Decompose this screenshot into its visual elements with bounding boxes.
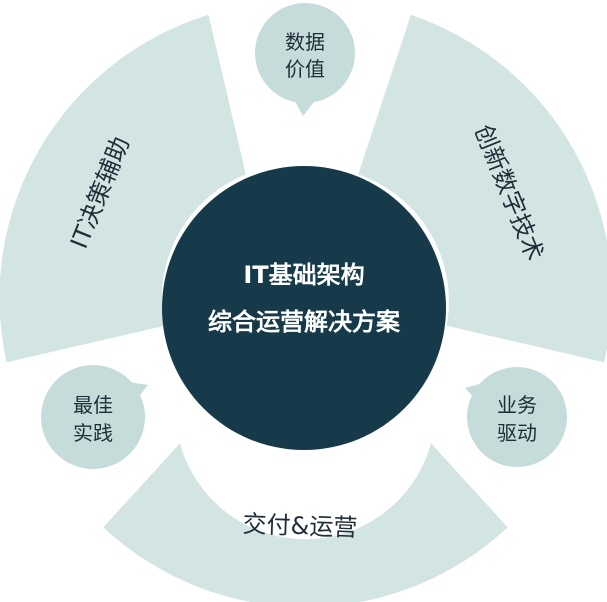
segment-left <box>0 14 246 363</box>
bubble-left-line2: 实践 <box>73 421 113 445</box>
bubble-right-line1: 业务 <box>497 393 537 417</box>
center-title-line2: 综合运营解决方案 <box>208 308 401 336</box>
segment-bottom-label: 交付&运营 <box>242 510 358 542</box>
segment-right <box>358 14 607 363</box>
center-circle <box>162 166 446 450</box>
bubble-best-practice: 最佳 实践 <box>41 365 148 469</box>
bubble-left-line1: 最佳 <box>73 393 113 417</box>
center-title-line1: IT基础架构 <box>243 261 364 289</box>
bubble-top-line1: 数据 <box>285 30 325 54</box>
bubble-business-driven: 业务 驱动 <box>465 367 567 467</box>
bubble-top-line2: 价值 <box>285 57 325 81</box>
bubble-data-value: 数据 价值 <box>255 3 355 116</box>
segment-bottom <box>103 443 508 602</box>
bubble-right-line2: 驱动 <box>497 421 537 445</box>
